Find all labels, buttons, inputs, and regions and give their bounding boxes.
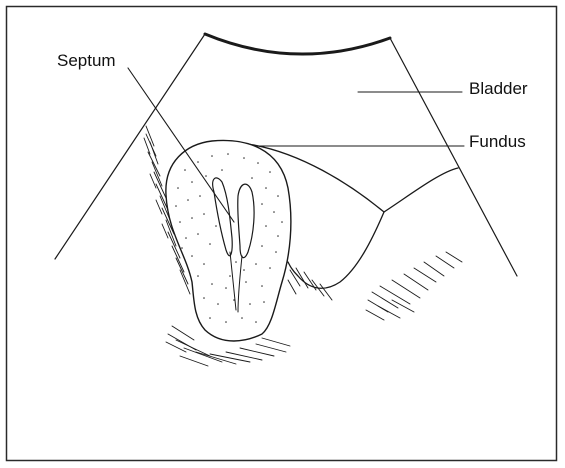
septum-label: Septum <box>57 52 116 69</box>
bladder-label: Bladder <box>469 80 528 97</box>
fundus-label: Fundus <box>469 133 526 150</box>
uterus <box>166 141 291 341</box>
bladder-right-wall <box>288 212 384 288</box>
sector-top-arc <box>205 34 390 54</box>
sector-right-edge <box>390 38 517 276</box>
